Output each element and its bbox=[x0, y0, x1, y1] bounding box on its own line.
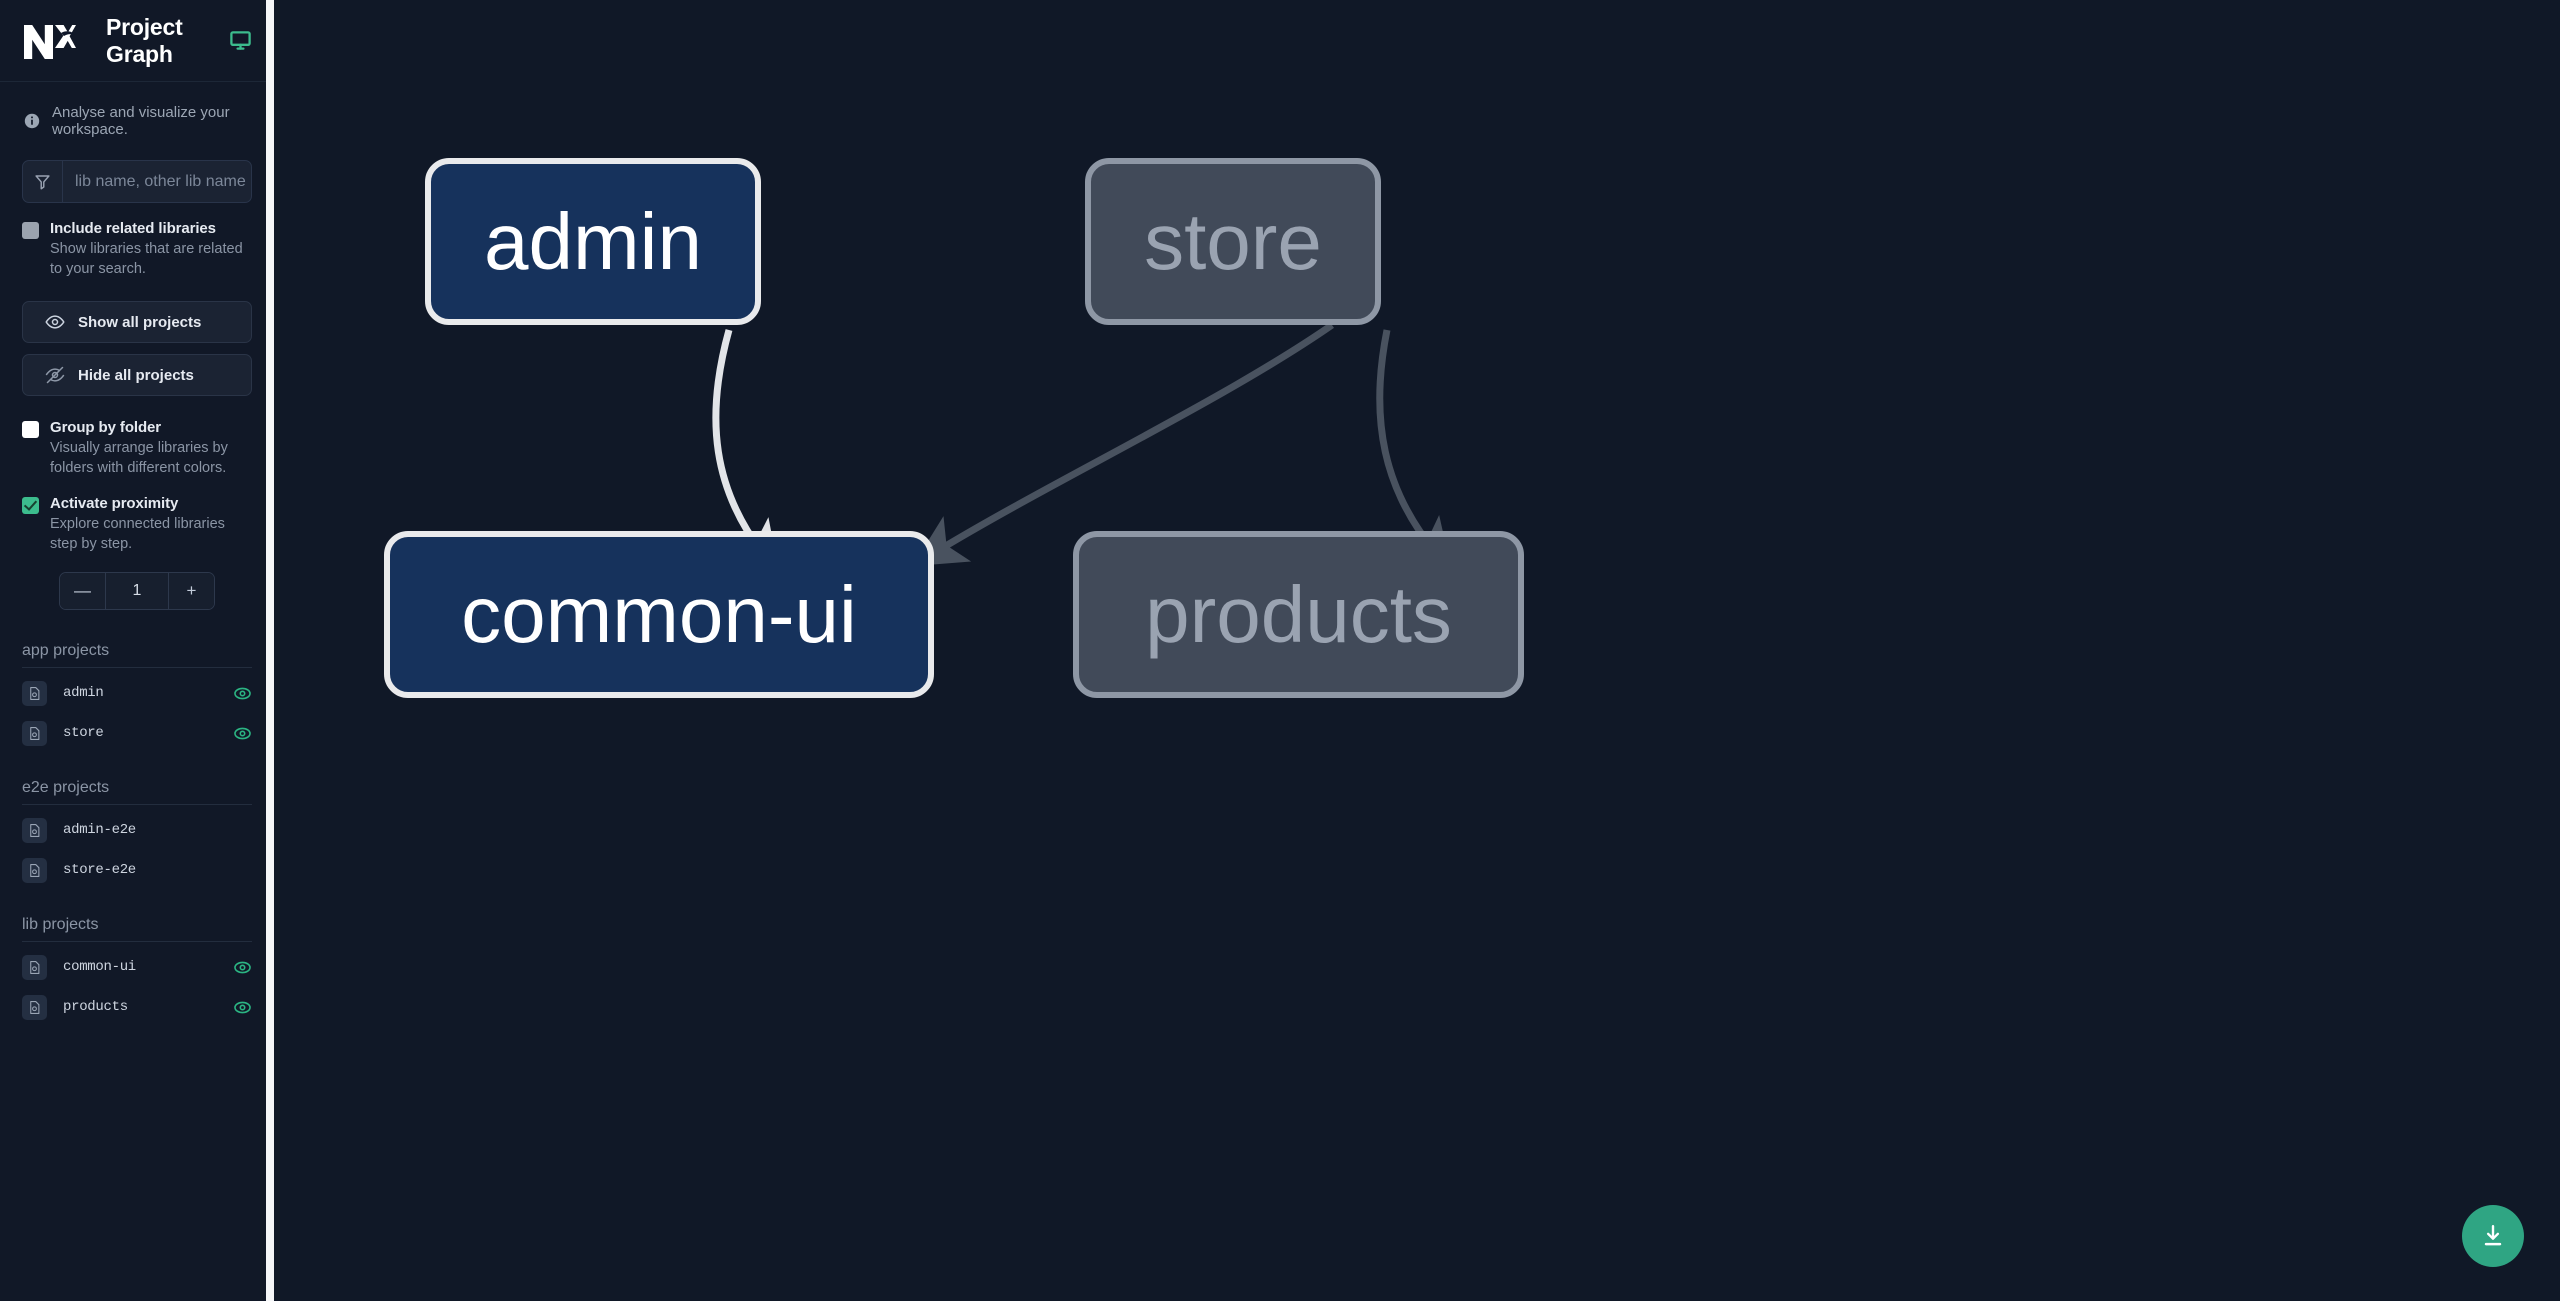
graph-node-label: common-ui bbox=[461, 569, 857, 659]
project-name: store bbox=[63, 725, 104, 741]
project-row-store[interactable]: store bbox=[22, 713, 252, 753]
search-section bbox=[0, 138, 274, 203]
proximity-stepper[interactable]: — 1 + bbox=[59, 572, 215, 610]
group-title: e2e projects bbox=[22, 779, 252, 805]
project-file-icon bbox=[22, 817, 47, 843]
project-visibility-eye-icon[interactable] bbox=[233, 724, 252, 743]
project-group-e2e: e2e projects admin-e2e bbox=[22, 779, 252, 890]
project-name: common-ui bbox=[63, 959, 136, 975]
group-title: lib projects bbox=[22, 916, 252, 942]
page-title: Project Graph bbox=[106, 13, 183, 67]
proximity-increment-button[interactable]: + bbox=[168, 573, 214, 609]
proximity-stepper-wrap: — 1 + bbox=[0, 554, 274, 610]
option-label: Group by folder bbox=[50, 419, 162, 436]
graph-node-store[interactable]: store bbox=[1085, 158, 1381, 325]
project-groups: app projects admin bbox=[0, 610, 274, 1027]
graph-node-admin[interactable]: admin bbox=[425, 158, 761, 325]
project-file-icon bbox=[22, 954, 47, 980]
edge-store-to-common-ui bbox=[912, 322, 1334, 567]
project-file-icon bbox=[22, 720, 47, 746]
sidebar-header: Project Graph bbox=[0, 0, 274, 82]
project-group-lib: lib projects common-ui bbox=[22, 916, 252, 1027]
project-file-icon bbox=[22, 680, 47, 706]
graph-node-common-ui[interactable]: common-ui bbox=[384, 531, 934, 698]
graph-canvas[interactable]: admin store common-ui products bbox=[274, 0, 2560, 1301]
group-title: app projects bbox=[22, 642, 252, 668]
tagline-text: Analyse and visualize your workspace. bbox=[52, 104, 230, 138]
eye-off-icon bbox=[45, 366, 65, 384]
show-all-projects-button[interactable]: Show all projects bbox=[22, 301, 252, 343]
option-include-related-libraries[interactable]: Include related libraries Show libraries… bbox=[0, 203, 274, 279]
graph-edges-layer bbox=[712, 322, 1453, 575]
info-icon bbox=[24, 113, 40, 129]
option-group-by-folder[interactable]: Group by folder Visually arrange librari… bbox=[0, 396, 274, 478]
eye-icon bbox=[45, 315, 65, 329]
monitor-icon[interactable] bbox=[229, 29, 252, 52]
proximity-value: 1 bbox=[106, 573, 168, 609]
proximity-decrement-button[interactable]: — bbox=[60, 573, 106, 609]
project-row-admin[interactable]: admin bbox=[22, 673, 252, 713]
project-name: store-e2e bbox=[63, 862, 136, 878]
project-visibility-placeholder bbox=[233, 861, 252, 880]
graph-node-label: products bbox=[1145, 569, 1452, 659]
download-graph-button[interactable] bbox=[2462, 1205, 2524, 1267]
project-file-icon bbox=[22, 857, 47, 883]
project-row-admin-e2e[interactable]: admin-e2e bbox=[22, 810, 252, 850]
hide-all-projects-button[interactable]: Hide all projects bbox=[22, 354, 252, 396]
download-icon bbox=[2484, 1225, 2502, 1246]
search-input[interactable] bbox=[63, 161, 251, 202]
nx-logo-icon bbox=[22, 21, 76, 61]
option-label: Include related libraries bbox=[50, 220, 216, 237]
graph-node-label: store bbox=[1144, 196, 1322, 286]
visibility-actions: Show all projects Hide all projects bbox=[0, 279, 274, 396]
edge-store-to-products bbox=[1376, 329, 1453, 573]
graph-node-products[interactable]: products bbox=[1073, 531, 1524, 698]
option-description: Visually arrange libraries by folders wi… bbox=[50, 440, 228, 476]
project-visibility-eye-icon[interactable] bbox=[233, 998, 252, 1017]
tagline: Analyse and visualize your workspace. bbox=[0, 82, 274, 138]
project-name: admin-e2e bbox=[63, 822, 136, 838]
checkbox-include-related[interactable] bbox=[22, 222, 39, 239]
hide-all-projects-label: Hide all projects bbox=[78, 366, 194, 384]
project-visibility-placeholder bbox=[233, 821, 252, 840]
project-visibility-eye-icon[interactable] bbox=[233, 958, 252, 977]
project-name: admin bbox=[63, 685, 104, 701]
sidebar-scrollbar[interactable] bbox=[266, 0, 274, 1301]
search-box[interactable] bbox=[22, 160, 252, 203]
sidebar-scroll-area[interactable]: Project Graph Analy bbox=[0, 0, 274, 1301]
project-group-app: app projects admin bbox=[22, 642, 252, 753]
filter-icon bbox=[23, 161, 63, 202]
edge-admin-to-common-ui bbox=[712, 329, 780, 575]
checkbox-activate-proximity[interactable] bbox=[22, 497, 39, 514]
show-all-projects-label: Show all projects bbox=[78, 313, 202, 331]
option-label: Activate proximity bbox=[50, 495, 179, 512]
project-row-store-e2e[interactable]: store-e2e bbox=[22, 850, 252, 890]
project-name: products bbox=[63, 999, 128, 1015]
graph-node-label: admin bbox=[484, 196, 702, 286]
project-visibility-eye-icon[interactable] bbox=[233, 684, 252, 703]
option-activate-proximity[interactable]: Activate proximity Explore connected lib… bbox=[0, 478, 274, 554]
option-description: Explore connected libraries step by step… bbox=[50, 516, 225, 552]
sidebar: Project Graph Analy bbox=[0, 0, 274, 1301]
project-file-icon bbox=[22, 994, 47, 1020]
option-description: Show libraries that are related to your … bbox=[50, 241, 243, 277]
checkbox-group-by-folder[interactable] bbox=[22, 421, 39, 438]
project-row-common-ui[interactable]: common-ui bbox=[22, 947, 252, 987]
project-row-products[interactable]: products bbox=[22, 987, 252, 1027]
